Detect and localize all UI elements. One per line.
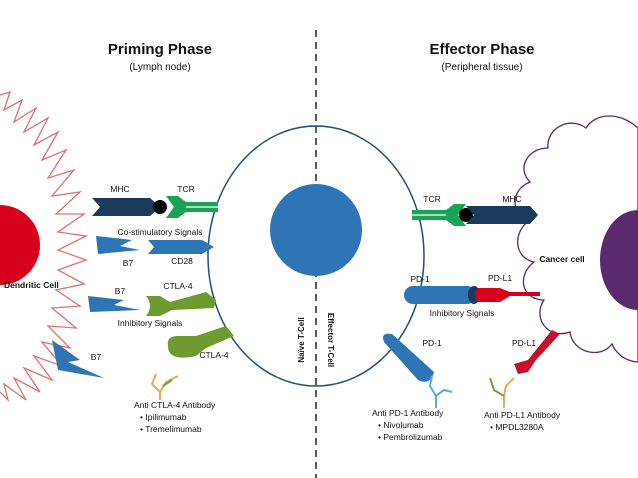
t-cell-membrane [207,125,425,387]
tcr-label-right: TCR [423,194,440,204]
anti-pd1-item-1: • Nivolumab [378,420,424,430]
anti-ctla4-title: Anti CTLA-4 Antibody [134,400,216,410]
pdl1-label-1: PD-L1 [488,273,512,283]
effector-subtitle: (Peripheral tissue) [441,62,522,73]
tcr-label-left: TCR [177,184,194,194]
antigen-peptide-left [153,200,167,214]
anti-ctla4-antibody-icon [150,373,179,400]
antigen-peptide-right [459,208,473,222]
cancer-cell-label: Cancer cell [539,254,584,264]
ctla4-receptor-1 [146,292,216,316]
b7-receptor-1 [96,236,140,254]
pd1-receptor-2 [383,333,434,382]
pdl1-receptor-2 [514,330,560,374]
dendritic-nucleus [0,205,40,285]
inhibitory-label-left: Inhibitory Signals [118,318,183,328]
mhc-label-left: MHC [110,184,129,194]
priming-subtitle: (Lymph node) [129,62,190,73]
pd1-receptor-1 [404,286,476,304]
anti-pd1-title: Anti PD-1 Antibody [372,408,444,418]
anti-pdl1-antibody-icon [489,377,515,408]
cd28-label: CD28 [171,256,193,266]
cd28-receptor [148,240,214,254]
ctla4-label-1: CTLA-4 [163,281,193,291]
mhc-receptor-right [466,206,538,224]
pd1-label-2: PD-1 [422,338,442,348]
naive-t-cell-label: Naïve T-Cell [297,317,306,362]
anti-pdl1-item-1: • MPDL3280A [490,422,544,432]
t-cell-nucleus [270,184,362,276]
dendritic-cell-label: Dendritic Cell [4,280,59,290]
pd1-label-1: PD-1 [410,274,430,284]
b7-label-3: B7 [91,352,102,362]
cancer-cell-outline [514,115,638,363]
inhibitory-label-right: Inhibitory Signals [430,308,495,318]
anti-ctla4-item-1: • Ipilimumab [140,412,187,422]
dendritic-cell-outline [0,91,89,403]
pdl1-label-2: PD-L1 [512,338,536,348]
effector-t-cell-label: Effector T-Cell [326,313,335,367]
b7-receptor-2 [88,296,140,312]
anti-pdl1-title: Anti PD-L1 Antibody [484,410,561,420]
priming-title: Priming Phase [108,41,212,58]
b7-label-1: B7 [123,258,134,268]
mhc-receptor-left [92,198,160,216]
pdl1-receptor-1 [475,288,540,302]
ctla4-label-2: CTLA-4 [199,350,229,360]
cancer-nucleus [600,210,638,310]
mhc-label-right: MHC [502,194,521,204]
b7-receptor-3 [52,340,104,378]
effector-title: Effector Phase [429,41,534,58]
anti-pd1-item-2: • Pembrolizumab [378,432,443,442]
ctla4-receptor-2 [167,326,234,358]
anti-pd1-antibody-icon [428,375,453,408]
costim-label: Co-stimulatory Signals [117,227,202,237]
b7-label-2: B7 [115,286,126,296]
anti-ctla4-item-2: • Tremelimumab [140,424,202,434]
